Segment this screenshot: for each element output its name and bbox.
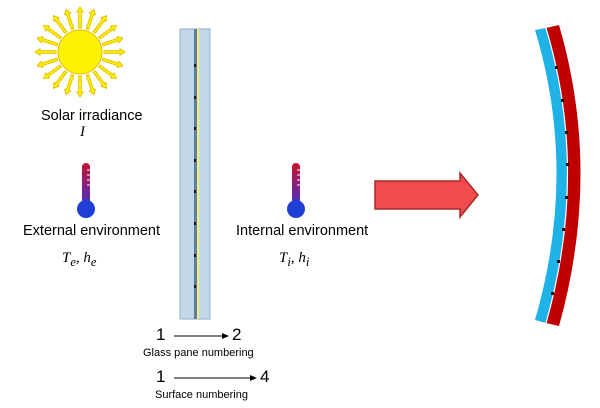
surface-numbering-to: 4 [260, 367, 270, 386]
external-environment-symbols: Te, he [62, 250, 96, 270]
sun-ray [101, 57, 124, 69]
sun-ray [63, 8, 75, 31]
sun-ray [34, 47, 57, 57]
sun-ray [92, 14, 108, 34]
internal-separator: , [290, 250, 299, 266]
internal-temperature-subscript: i [287, 255, 291, 269]
sun-ray [42, 64, 62, 80]
surface-numbering-caption: Surface numbering [155, 389, 248, 401]
sun-ray [63, 73, 75, 96]
sun-ray [92, 70, 108, 90]
solar-irradiance-label: Solar irradiance [41, 108, 143, 124]
external-coefficient-symbol: h [83, 250, 91, 266]
sun-ray [103, 47, 126, 57]
internal-coefficient-symbol: h [298, 250, 306, 266]
sun-ray [36, 35, 59, 47]
solar-irradiance-symbol: I [80, 124, 85, 140]
glass-numbering-arrow-icon [174, 333, 229, 339]
external-environment-label: External environment [23, 223, 161, 239]
glass-numbering-caption: Glass pane numbering [143, 347, 254, 359]
sun-ray [85, 8, 97, 31]
internal-thermometer-icon [287, 163, 305, 218]
surface-numbering-from: 1 [156, 367, 166, 386]
deformation-arrow-icon [374, 170, 479, 220]
internal-temperature-symbol: T [279, 250, 288, 266]
sun-ray [85, 73, 97, 96]
deflected-glazing [535, 25, 581, 326]
sun-ray [42, 24, 62, 40]
sun-ray [98, 64, 118, 80]
glass-numbering-to: 2 [232, 325, 242, 344]
external-temperature-symbol: T [62, 250, 71, 266]
flat-glazing [179, 28, 211, 320]
sun-ray [36, 57, 59, 69]
external-coefficient-subscript: e [90, 255, 97, 269]
sun-ray [101, 35, 124, 47]
external-thermometer-icon [77, 163, 95, 218]
sun-ray [75, 75, 85, 98]
external-temperature-subscript: e [70, 255, 76, 269]
sun-ray [52, 70, 68, 90]
sun-icon [34, 6, 126, 98]
surface-numbering-arrow-icon [174, 375, 257, 381]
sun-ray [75, 6, 85, 29]
internal-environment-symbols: Ti, hi [279, 250, 309, 270]
external-separator: , [75, 250, 84, 266]
sun-ray [98, 24, 118, 40]
glass-numbering-from: 1 [156, 325, 166, 344]
internal-coefficient-subscript: i [305, 255, 310, 269]
internal-environment-label: Internal environment [236, 223, 369, 239]
sun-ray [52, 14, 68, 34]
